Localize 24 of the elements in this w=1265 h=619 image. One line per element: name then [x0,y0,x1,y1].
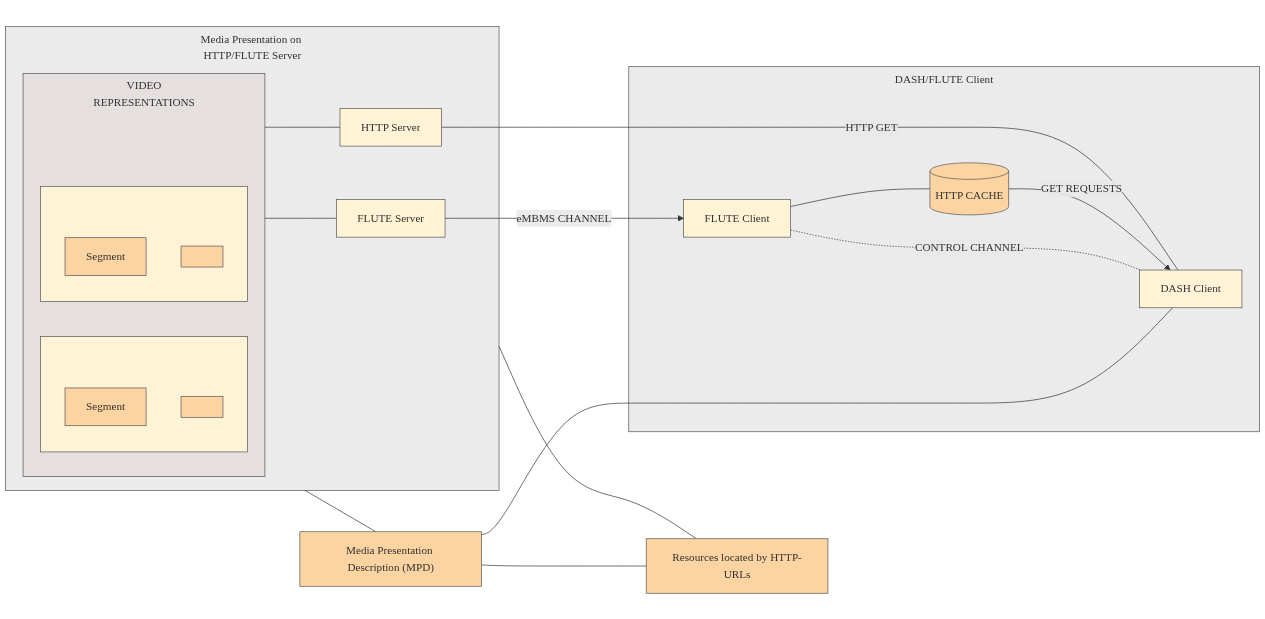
edge-label: CONTROL CHANNEL [914,241,1024,253]
node-box: Segment [64,387,147,426]
node-box: FLUTE Client [683,198,791,238]
node-box: Resources located by HTTP-URLs [645,537,829,594]
node-box [180,245,224,267]
connector [498,345,697,539]
node-box: HTTP Server [339,107,442,146]
node-box [180,395,224,418]
edge-label: eMBMS CHANNEL [516,211,612,224]
connector [304,489,377,532]
connector [264,217,337,219]
connector [790,229,1141,270]
node-box: DASH Client [1139,269,1243,308]
cluster [40,335,248,452]
edge-label: HTTP GET [845,120,898,133]
node-box: Segment [64,236,147,276]
node-box: Media Presentation Description (MPD) [299,530,482,587]
connector [481,564,647,566]
connector [264,126,341,128]
connector [790,188,931,207]
cluster [40,185,248,302]
node-box: FLUTE Server [336,198,446,238]
edge-label: GET REQUESTS [1041,182,1122,194]
connector [481,306,1173,535]
